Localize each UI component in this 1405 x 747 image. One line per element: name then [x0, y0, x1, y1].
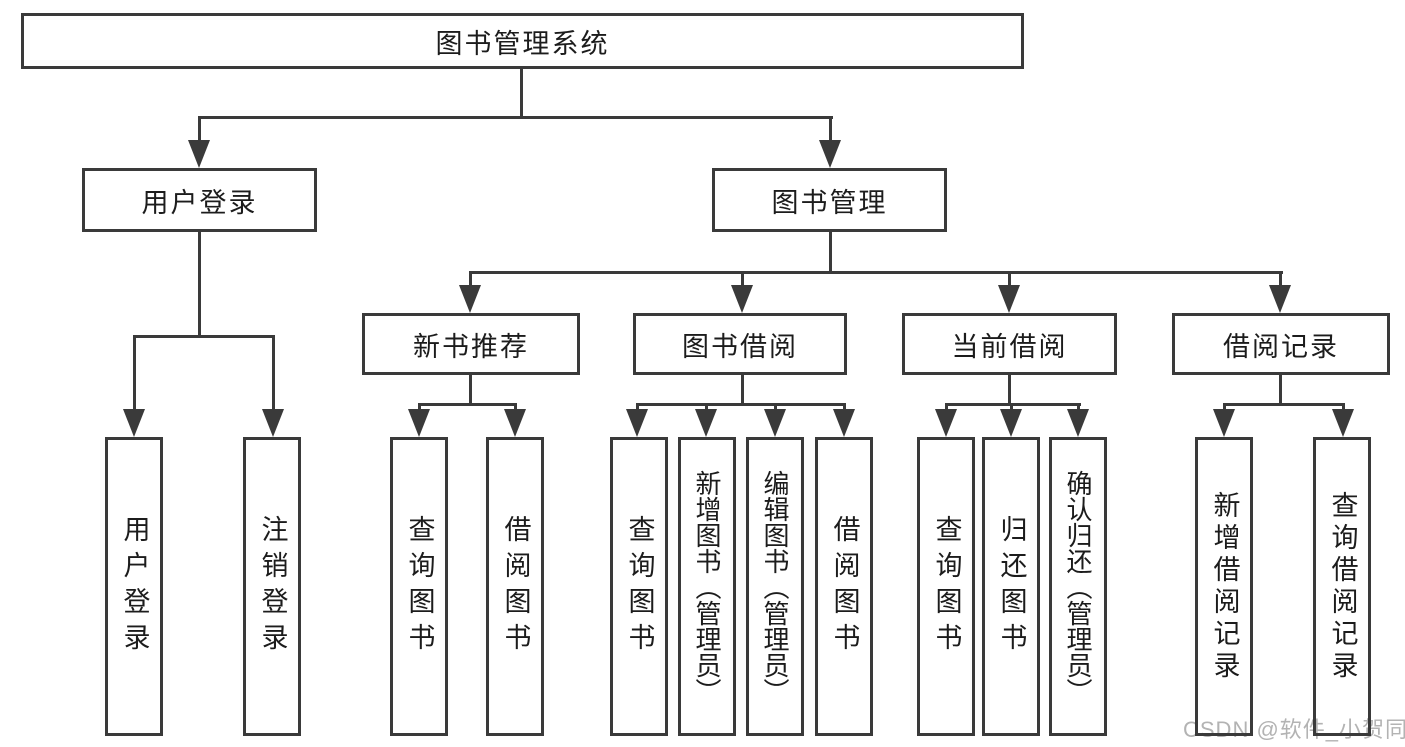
node-book-management: 图书管理 [712, 168, 947, 232]
connector-line [469, 271, 472, 287]
leaf-label: 注销登录 [257, 514, 288, 659]
connector-line [1077, 403, 1080, 411]
leaf-logout: 注销登录 [243, 437, 301, 736]
connector-line [1008, 271, 1011, 287]
connector-line [133, 335, 275, 338]
leaf-label: 查询图书 [404, 514, 435, 659]
connector-line [469, 271, 1283, 274]
connector-line [198, 232, 201, 338]
leaf-query-book-current: 查询图书 [917, 437, 975, 736]
leaf-label: 编辑图书（管理员） [760, 469, 790, 704]
connector-line [1223, 403, 1226, 411]
connector-line [133, 335, 136, 411]
arrow-down-icon [459, 285, 481, 313]
leaf-label: 借阅图书 [500, 514, 531, 659]
connector-line [520, 69, 523, 118]
arrow-down-icon [188, 140, 210, 168]
arrow-down-icon [819, 140, 841, 168]
node-label: 图书管理 [771, 187, 888, 218]
connector-line [774, 403, 777, 411]
connector-line [843, 403, 846, 411]
leaf-label: 借阅图书 [829, 514, 860, 659]
connector-line [1342, 403, 1345, 411]
node-label: 新书推荐 [413, 331, 529, 362]
leaf-return-book: 归还图书 [982, 437, 1040, 736]
connector-line [1223, 403, 1345, 406]
leaf-label: 归还图书 [996, 514, 1027, 659]
leaf-add-borrow-record: 新增借阅记录 [1195, 437, 1253, 736]
node-label: 借阅记录 [1223, 331, 1339, 362]
node-label: 图书借阅 [682, 331, 798, 362]
arrow-down-icon [504, 409, 526, 437]
connector-line [1008, 375, 1011, 406]
connector-line [514, 403, 517, 411]
arrow-down-icon [1332, 409, 1354, 437]
arrow-down-icon [833, 409, 855, 437]
arrow-down-icon [262, 409, 284, 437]
connector-line [198, 116, 833, 119]
arrow-down-icon [764, 409, 786, 437]
node-label: 用户登录 [141, 187, 258, 218]
leaf-label: 查询借阅记录 [1327, 490, 1358, 683]
connector-line [741, 375, 744, 406]
node-user-login: 用户登录 [82, 168, 317, 232]
connector-line [1279, 271, 1282, 287]
arrow-down-icon [998, 285, 1020, 313]
arrow-down-icon [1067, 409, 1089, 437]
leaf-borrow-book-recommend: 借阅图书 [486, 437, 544, 736]
node-new-book-recommend: 新书推荐 [362, 313, 580, 375]
connector-line [945, 403, 948, 411]
arrow-down-icon [1000, 409, 1022, 437]
node-current-borrow: 当前借阅 [902, 313, 1117, 375]
arrow-down-icon [695, 409, 717, 437]
arrow-down-icon [123, 409, 145, 437]
connector-line [636, 403, 639, 411]
connector-line [469, 375, 472, 406]
leaf-add-book-admin: 新增图书（管理员） [678, 437, 736, 736]
connector-line [418, 403, 517, 406]
connector-line [1279, 375, 1282, 406]
connector-line [198, 116, 201, 142]
leaf-query-book-borrow: 查询图书 [610, 437, 668, 736]
connector-line [1010, 403, 1013, 411]
leaf-label: 查询图书 [931, 514, 962, 659]
leaf-label: 新增借阅记录 [1209, 490, 1240, 683]
arrow-down-icon [731, 285, 753, 313]
node-book-borrow: 图书借阅 [633, 313, 847, 375]
arrow-down-icon [935, 409, 957, 437]
arrow-down-icon [1269, 285, 1291, 313]
leaf-query-book-recommend: 查询图书 [390, 437, 448, 736]
connector-line [636, 403, 846, 406]
leaf-label: 确认归还（管理员） [1063, 469, 1093, 704]
arrow-down-icon [1213, 409, 1235, 437]
connector-line [705, 403, 708, 411]
leaf-label: 查询图书 [624, 514, 655, 659]
leaf-query-borrow-record: 查询借阅记录 [1313, 437, 1371, 736]
connector-line [829, 232, 832, 274]
node-label: 图书管理系统 [435, 28, 610, 59]
connector-line [829, 116, 832, 142]
leaf-label: 用户登录 [119, 514, 150, 659]
leaf-edit-book-admin: 编辑图书（管理员） [746, 437, 804, 736]
connector-line [741, 271, 744, 287]
leaf-borrow-book: 借阅图书 [815, 437, 873, 736]
leaf-confirm-return-admin: 确认归还（管理员） [1049, 437, 1107, 736]
leaf-label: 新增图书（管理员） [692, 469, 722, 704]
node-root: 图书管理系统 [21, 13, 1024, 69]
node-borrow-record: 借阅记录 [1172, 313, 1390, 375]
connector-line [272, 335, 275, 411]
connector-line [418, 403, 421, 411]
node-label: 当前借阅 [951, 331, 1068, 362]
arrow-down-icon [626, 409, 648, 437]
connector-line [945, 403, 1081, 406]
leaf-user-login: 用户登录 [105, 437, 163, 736]
arrow-down-icon [408, 409, 430, 437]
csdn-watermark: CSDN @软件_小贺同学 [1183, 717, 1405, 742]
